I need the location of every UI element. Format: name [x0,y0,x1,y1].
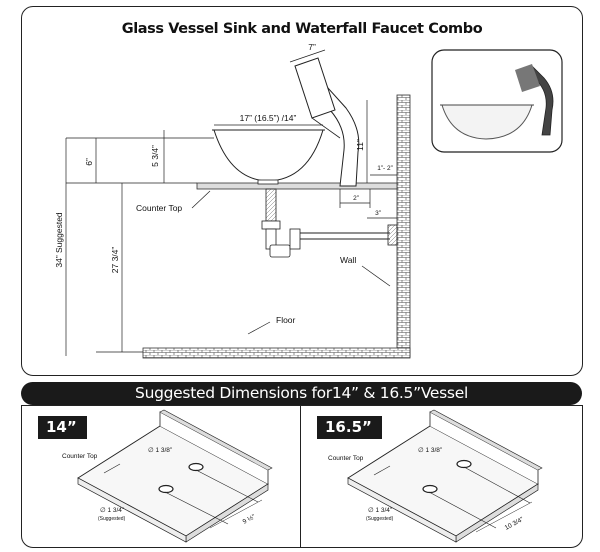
dim-2-label: 2” [353,195,359,202]
page-title: Glass Vessel Sink and Waterfall Faucet C… [121,21,483,37]
dimension-lines [65,49,397,356]
counter-top-label: Counter Top [136,203,182,213]
drain-hole-14 [158,484,174,494]
inset-faucet-photo [431,49,563,153]
floor-brick [142,347,411,359]
faucet-hole-label-16-5: ∅ 1 3/8” [418,447,442,454]
tag-16-5: 16.5” [317,416,382,439]
bowl-width-label: 17” (16.5”) /14” [240,113,297,123]
counter-top-label-16-5: Counter Top [328,455,364,462]
tag-14: 14” [38,416,87,439]
drain-hole-label-16-5: ∅ 1 3/4” [368,507,392,514]
setback-label-16-5: 10 3/4” [504,516,525,532]
dim-6-label: 6” [84,158,94,166]
faucet-hole-label-14: ∅ 1 3/8” [148,447,172,454]
faucet-hole-16-5 [456,459,472,469]
countertop-slab-14 [77,409,273,543]
dim-11-label: 11” [355,139,365,151]
drain-hole-label-14: ∅ 1 3/4” [100,507,124,514]
drain-hole-16-5 [422,484,438,494]
waterfall-faucet [294,57,360,187]
wall-label: Wall [340,255,356,265]
dim-1-2-label: 1”- 2” [377,165,393,172]
dim-7-label: 7” [308,42,316,52]
suggested-label-14: (Suggested) [98,516,126,522]
countertop-slab-16-5 [347,409,543,543]
counter-top-slab [196,182,398,190]
suggested-dimensions-banner: Suggested Dimensions for14” & 16.5”Vesse… [21,382,582,405]
setback-label-14: 9 ½” [241,513,256,526]
dim-5-3-4-label: 5 3/4” [150,145,160,167]
dim-34-label: 34” Suggested [54,212,64,268]
drain-pipe [261,188,398,258]
dim-3-label: 3” [375,210,381,217]
suggested-label-16-5: (Suggested) [366,516,394,522]
counter-top-label-14: Counter Top [62,453,98,460]
faucet-hole-14 [188,462,204,472]
floor-label: Floor [276,315,296,325]
dim-27-3-4-label: 27 3/4” [110,247,120,274]
